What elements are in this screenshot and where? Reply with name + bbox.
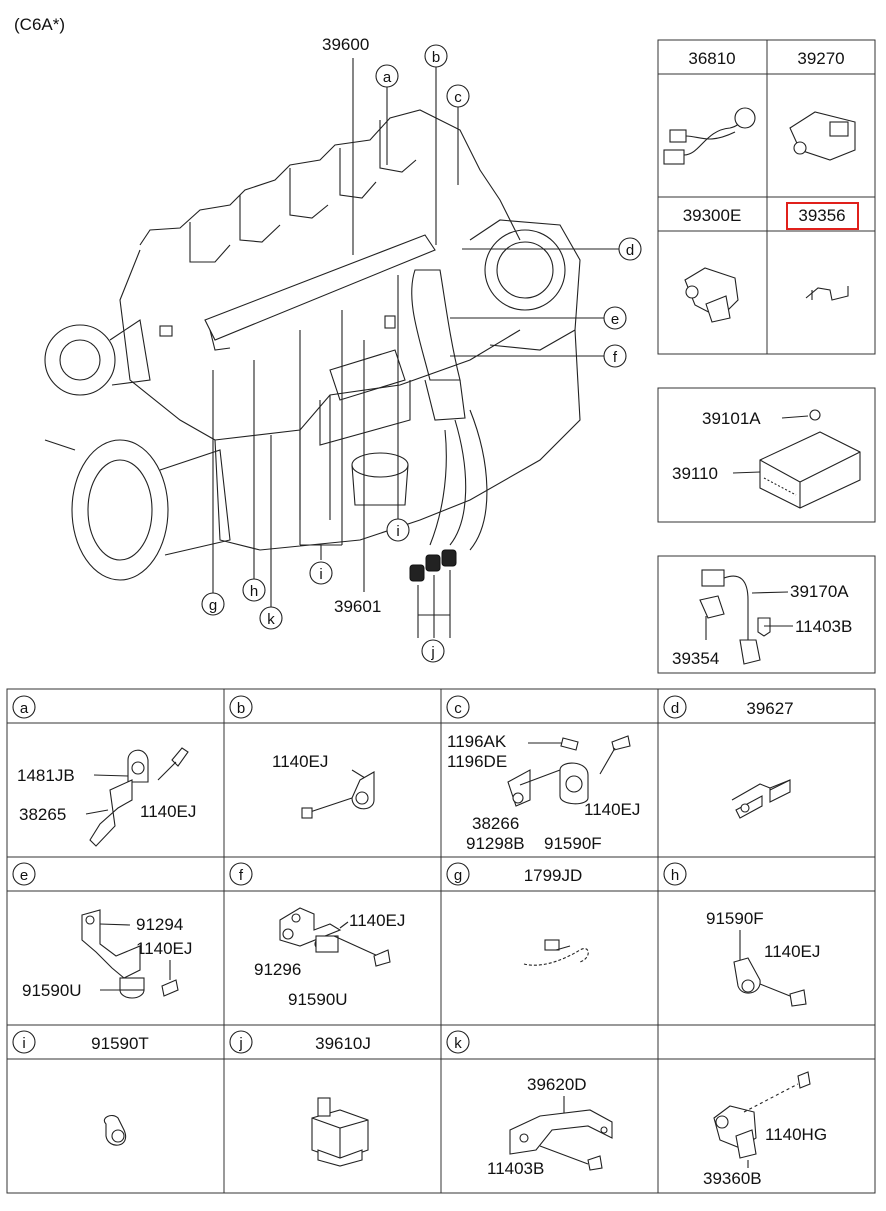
e-label-1140EJ: 1140EJ <box>136 939 192 958</box>
c-clamp-icon <box>507 735 631 807</box>
cell-key-d: d <box>671 700 679 717</box>
side-panel: 36810 39270 39300E 39356 <box>657 39 876 674</box>
f-label-91590U: 91590U <box>288 990 348 1009</box>
cell-key-h: h <box>671 867 679 884</box>
part-39101A: 39101A <box>702 409 761 428</box>
cell-key-i: i <box>22 1035 25 1052</box>
part-39354: 39354 <box>672 649 719 668</box>
f-label-91296: 91296 <box>254 960 301 979</box>
k-bracket-icon <box>509 1096 613 1171</box>
part-39170A: 39170A <box>790 582 849 601</box>
a-label-1140EJ: 1140EJ <box>140 802 196 821</box>
model-code: (C6A*) <box>14 15 65 34</box>
callout-i-upper: i <box>396 523 399 540</box>
main-callouts: 39600 a b c d e f g h k <box>201 35 642 663</box>
cell-key-b: b <box>237 700 245 717</box>
c-label-1196DE: 1196DE <box>447 752 507 771</box>
b-label-1140EJ: 1140EJ <box>272 752 328 771</box>
callout-g: g <box>209 597 217 614</box>
callout-b: b <box>432 49 440 66</box>
e-label-91294: 91294 <box>136 915 183 934</box>
g-tie-icon <box>523 939 589 966</box>
callout-h: h <box>250 583 258 600</box>
h-label-1140EJ: 1140EJ <box>764 942 820 961</box>
part-39270: 39270 <box>797 49 844 68</box>
label-39600: 39600 <box>322 35 369 54</box>
i-clip-icon <box>103 1115 127 1146</box>
sensor-39300E-icon <box>684 267 739 323</box>
part-36810: 36810 <box>688 49 735 68</box>
c-label-1140EJ: 1140EJ <box>584 800 640 819</box>
cell-title-d: 39627 <box>746 699 793 718</box>
h-clip-icon <box>733 930 807 1007</box>
c-label-1196AK: 1196AK <box>447 732 507 751</box>
detail-grid: a b c d 39627 e f g 1799JD h i 91590T j … <box>6 688 876 1194</box>
clip-39356-icon <box>805 286 849 301</box>
l-label-39360B: 39360B <box>703 1169 762 1188</box>
callout-i-lower: i <box>319 566 322 583</box>
k-label-39620D: 39620D <box>527 1075 587 1094</box>
callout-d: d <box>626 242 634 259</box>
cell-key-a: a <box>20 700 29 717</box>
bolt-39101A-icon <box>809 409 821 421</box>
engine-drawing <box>44 109 581 582</box>
cell-title-j: 39610J <box>315 1034 371 1053</box>
c-label-91590F: 91590F <box>544 834 602 853</box>
c-label-91298B: 91298B <box>466 834 525 853</box>
callout-f: f <box>613 349 618 366</box>
e-bracket-icon <box>81 909 179 999</box>
cell-key-e: e <box>20 867 28 884</box>
callout-k: k <box>267 611 275 628</box>
d-bracket-icon <box>731 779 791 819</box>
c-label-38266: 38266 <box>472 814 519 833</box>
callout-a: a <box>383 69 392 86</box>
a-clamp-icon <box>85 747 189 847</box>
cell-key-j: j <box>238 1035 242 1052</box>
harness-36810-icon <box>663 107 756 165</box>
a-label-38265: 38265 <box>19 805 66 824</box>
k-label-11403B: 11403B <box>487 1159 544 1178</box>
cell-key-f: f <box>239 867 244 884</box>
ecu-39110-icon <box>759 431 861 509</box>
l-label-1140HG: 1140HG <box>765 1125 827 1144</box>
e-label-91590U: 91590U <box>22 981 82 1000</box>
cell-key-g: g <box>454 867 462 884</box>
sensor-39170A-icon <box>699 569 793 665</box>
sensor-39270-icon <box>789 111 856 161</box>
cell-title-i: 91590T <box>91 1034 149 1053</box>
f-bracket-icon <box>279 907 391 967</box>
f-label-1140EJ: 1140EJ <box>349 911 405 930</box>
part-39110: 39110 <box>672 464 718 483</box>
highlight-box <box>786 202 859 230</box>
cell-key-c: c <box>454 700 462 717</box>
b-clamp-icon <box>301 769 375 819</box>
label-39601: 39601 <box>334 597 381 616</box>
part-11403B-sensor: 11403B <box>795 617 852 636</box>
part-39356: 39356 <box>798 206 845 225</box>
l-sensor-icon <box>713 1071 811 1168</box>
part-39300E: 39300E <box>683 206 742 225</box>
callout-j: j <box>430 644 434 661</box>
cell-key-k: k <box>454 1035 462 1052</box>
callout-e: e <box>611 311 619 328</box>
a-label-1481JB: 1481JB <box>17 766 75 785</box>
j-relay-icon <box>311 1097 369 1167</box>
callout-c: c <box>454 89 462 106</box>
h-label-91590F: 91590F <box>706 909 764 928</box>
cell-title-g: 1799JD <box>524 866 583 885</box>
